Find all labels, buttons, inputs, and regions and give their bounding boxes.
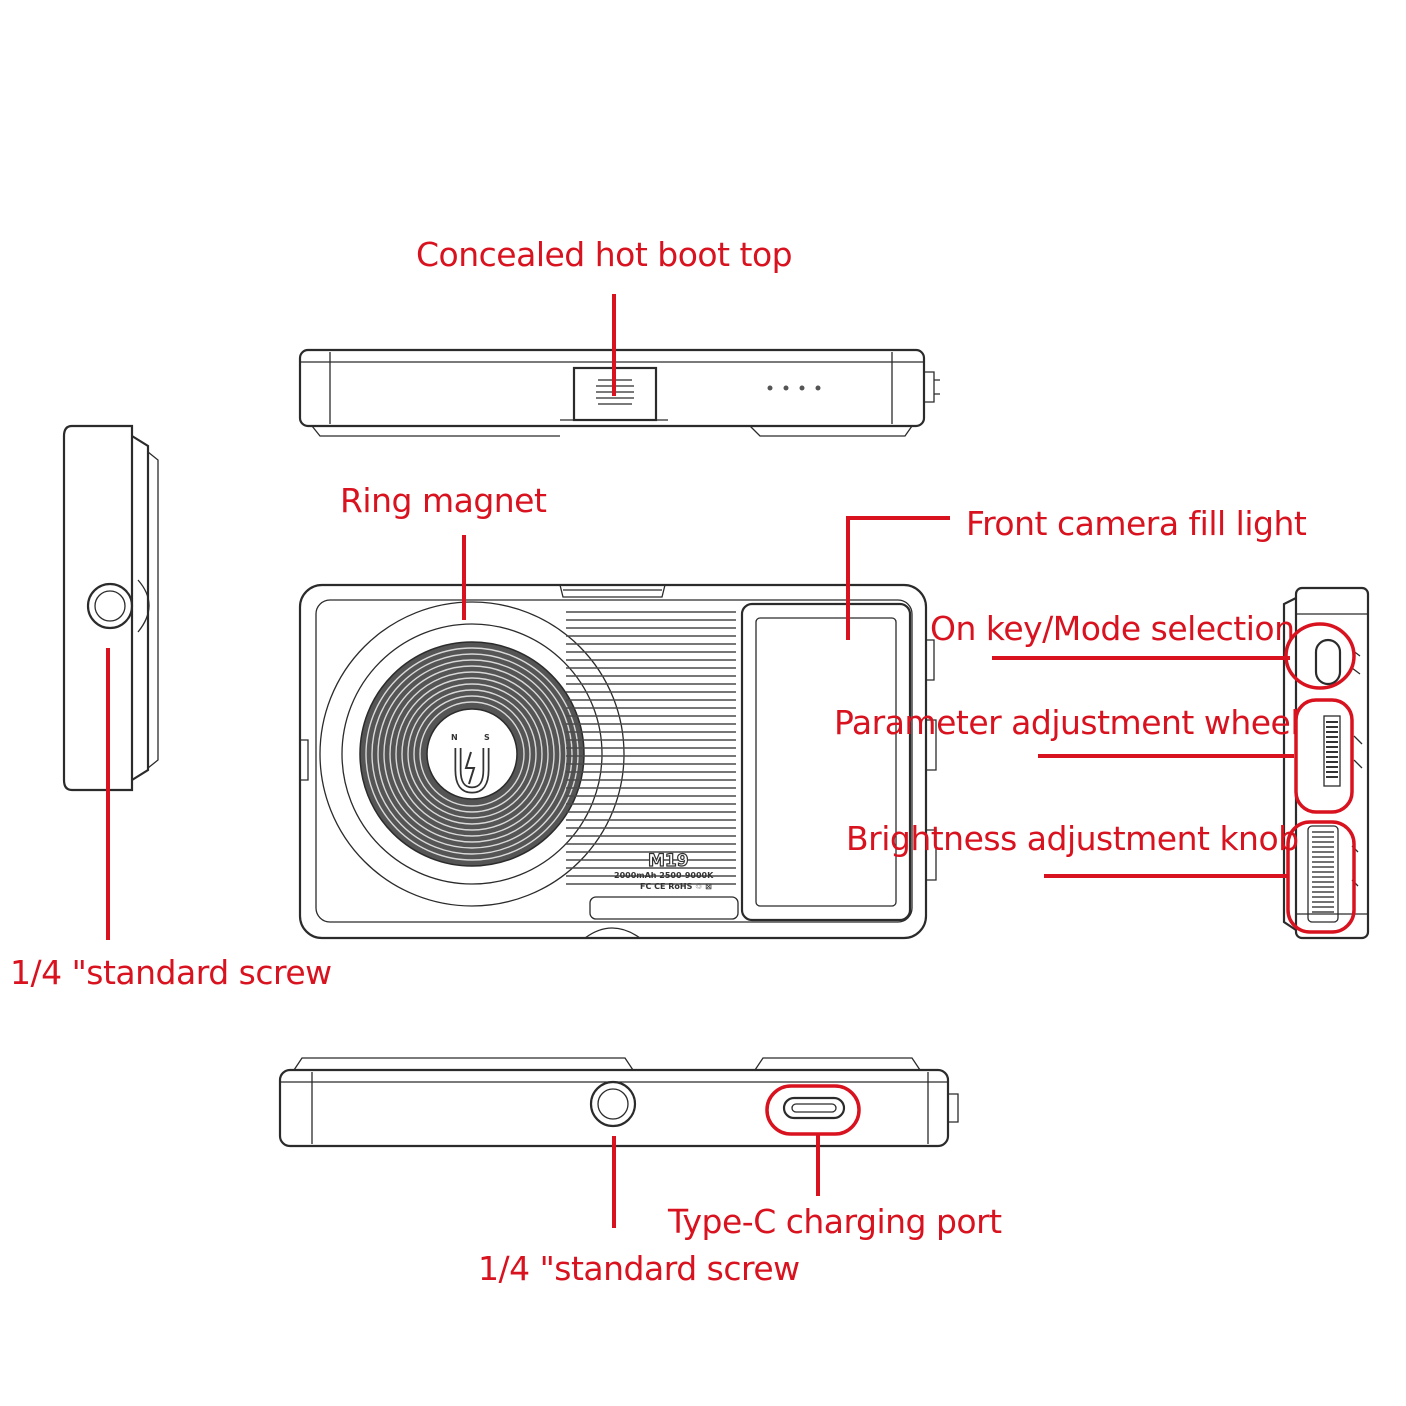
magnet-ring <box>407 689 537 819</box>
label-hot-boot: Concealed hot boot top <box>416 235 792 274</box>
front-view: N S M19 2000mAh 2500-9000K FC CE RoHS ♲ … <box>298 583 937 940</box>
label-screw-left: 1/4 "standard screw <box>10 953 332 992</box>
magnet-south-label: S <box>484 733 490 742</box>
magnet-ring <box>413 695 531 813</box>
label-param-wheel: Parameter adjustment wheel <box>834 703 1299 742</box>
fill-light-panel <box>740 602 912 922</box>
brightness-knob <box>1307 825 1339 923</box>
screw-hole-bottom <box>589 1080 637 1128</box>
left-side-view <box>62 424 159 792</box>
magnet-ring <box>419 701 525 807</box>
parameter-wheel <box>1323 715 1341 787</box>
magnet-ring <box>365 647 579 861</box>
label-screw-bottom: 1/4 "standard screw <box>478 1249 800 1288</box>
callout-lines <box>106 294 1356 1228</box>
label-ring-magnet: Ring magnet <box>340 481 547 520</box>
top-view <box>298 348 940 437</box>
model-name: M19 <box>648 851 689 871</box>
label-type-c: Type-C charging port <box>667 1202 1002 1241</box>
label-brightness-knob: Brightness adjustment knob <box>846 819 1299 858</box>
magnet-ring <box>383 665 561 843</box>
screw-hole-side <box>86 582 134 630</box>
ring-magnet-disc: N S <box>319 601 625 907</box>
speaker-grille <box>566 611 736 885</box>
magnet-ring <box>377 659 567 849</box>
label-on-key: On key/Mode selection <box>930 609 1295 648</box>
label-fill-light: Front camera fill light <box>966 504 1307 543</box>
magnet-ring <box>401 683 543 825</box>
magnet-ring <box>395 677 549 831</box>
spec-line-1: 2000mAh 2500-9000K <box>614 871 714 880</box>
magnet-icon: N S <box>451 733 490 794</box>
spec-line-2: FC CE RoHS ♲ ⊠ <box>640 882 712 891</box>
magnet-ring <box>389 671 555 837</box>
magnet-north-label: N <box>451 733 458 742</box>
bottom-view <box>278 1057 959 1148</box>
battery-indicator-dots <box>767 385 821 391</box>
usb-c-port <box>782 1096 846 1120</box>
power-button <box>1314 638 1342 686</box>
magnet-ring <box>371 653 573 855</box>
